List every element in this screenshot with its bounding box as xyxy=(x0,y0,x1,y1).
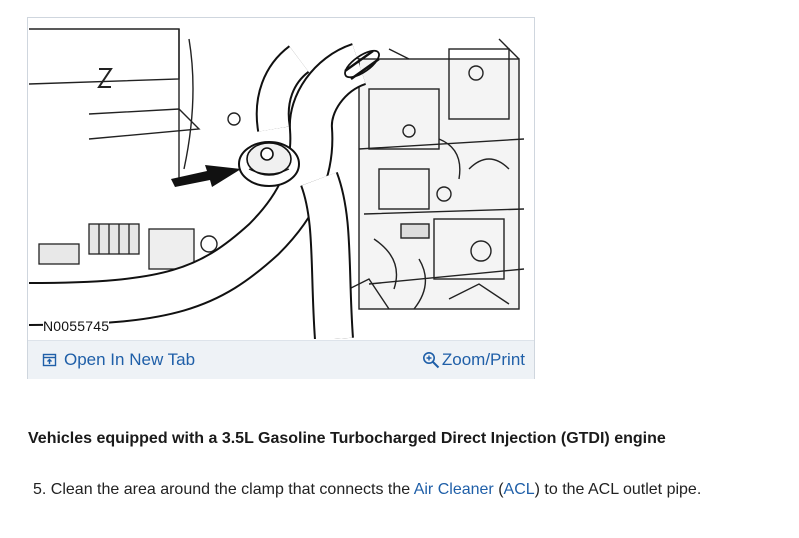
zoom-print-link[interactable]: Zoom/Print xyxy=(422,350,525,370)
engine-illustration[interactable]: N0055745 xyxy=(29,19,533,339)
step-5: 5. Clean the area around the clamp that … xyxy=(33,481,701,499)
figure-toolbar: Open In New Tab Zoom/Print xyxy=(28,340,534,379)
acl-link[interactable]: ACL xyxy=(503,481,535,498)
zoom-magnifier-icon xyxy=(422,351,440,369)
step-paren-open: ( xyxy=(498,481,504,498)
open-in-new-tab-label: Open In New Tab xyxy=(64,350,196,369)
figure-card: N0055745 Open In New Tab Zoom/Print xyxy=(27,17,535,379)
figure-id-label: N0055745 xyxy=(43,318,110,334)
air-cleaner-link[interactable]: Air Cleaner xyxy=(413,481,494,498)
open-new-tab-icon xyxy=(42,352,58,368)
step-text-after: ) to the ACL outlet pipe. xyxy=(534,481,702,498)
step-number: 5. xyxy=(33,481,47,498)
zoom-print-label: Zoom/Print xyxy=(441,350,525,369)
section-heading: Vehicles equipped with a 3.5L Gasoline T… xyxy=(28,430,666,447)
step-text-before: Clean the area around the clamp that con… xyxy=(50,481,411,498)
engine-line-drawing xyxy=(29,19,533,339)
open-in-new-tab-link[interactable]: Open In New Tab xyxy=(42,350,195,370)
pointer-arrow-icon xyxy=(171,165,241,187)
